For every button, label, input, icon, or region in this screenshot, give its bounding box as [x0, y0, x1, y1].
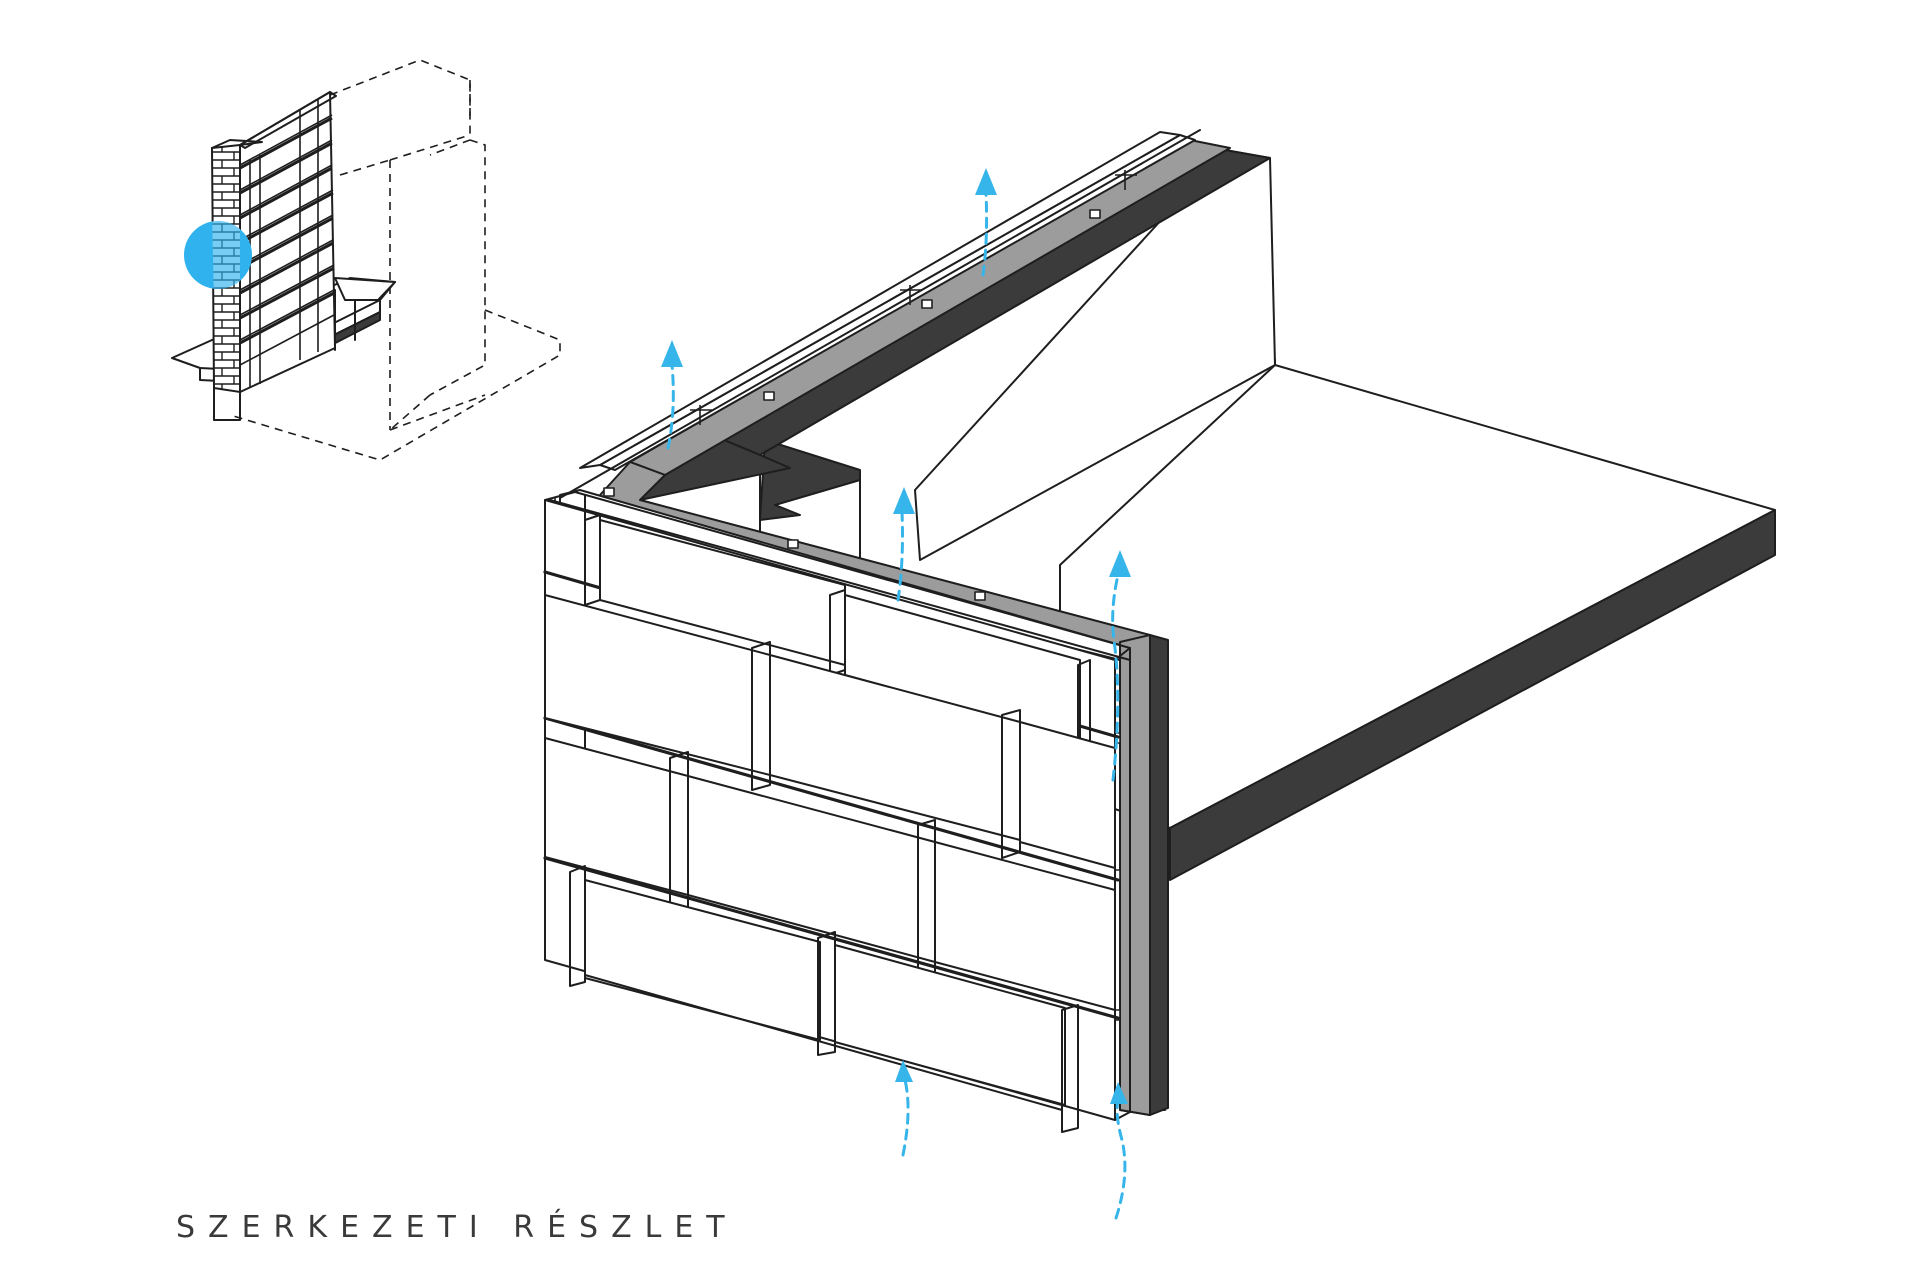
dashed-arrow-up-icon [661, 340, 683, 450]
dashed-arrow-up-icon [893, 487, 915, 602]
cladding-substructure [549, 129, 1201, 1021]
diagram-caption: SZERKEZETI RÉSZLET [176, 1210, 738, 1245]
dashed-arrow-up-icon [895, 1060, 913, 1157]
airflow-arrows [661, 168, 1131, 1220]
tower-facade [239, 91, 337, 393]
panel-row-2 [544, 594, 1116, 869]
panel-row-3 [544, 737, 1116, 1011]
cladding-panels [544, 514, 1116, 1133]
building-key-view [171, 59, 561, 461]
panel-row-4 [569, 865, 1079, 1133]
dashed-arrow-up-icon [975, 168, 997, 277]
detail-marker-circle [184, 221, 252, 289]
dashed-arrow-up-icon [1110, 1082, 1128, 1220]
context-building-outline [229, 59, 561, 461]
dashed-arrow-up-icon [1109, 550, 1131, 782]
facade-detail-view [543, 129, 1776, 1220]
floor-slab [1059, 359, 1776, 881]
